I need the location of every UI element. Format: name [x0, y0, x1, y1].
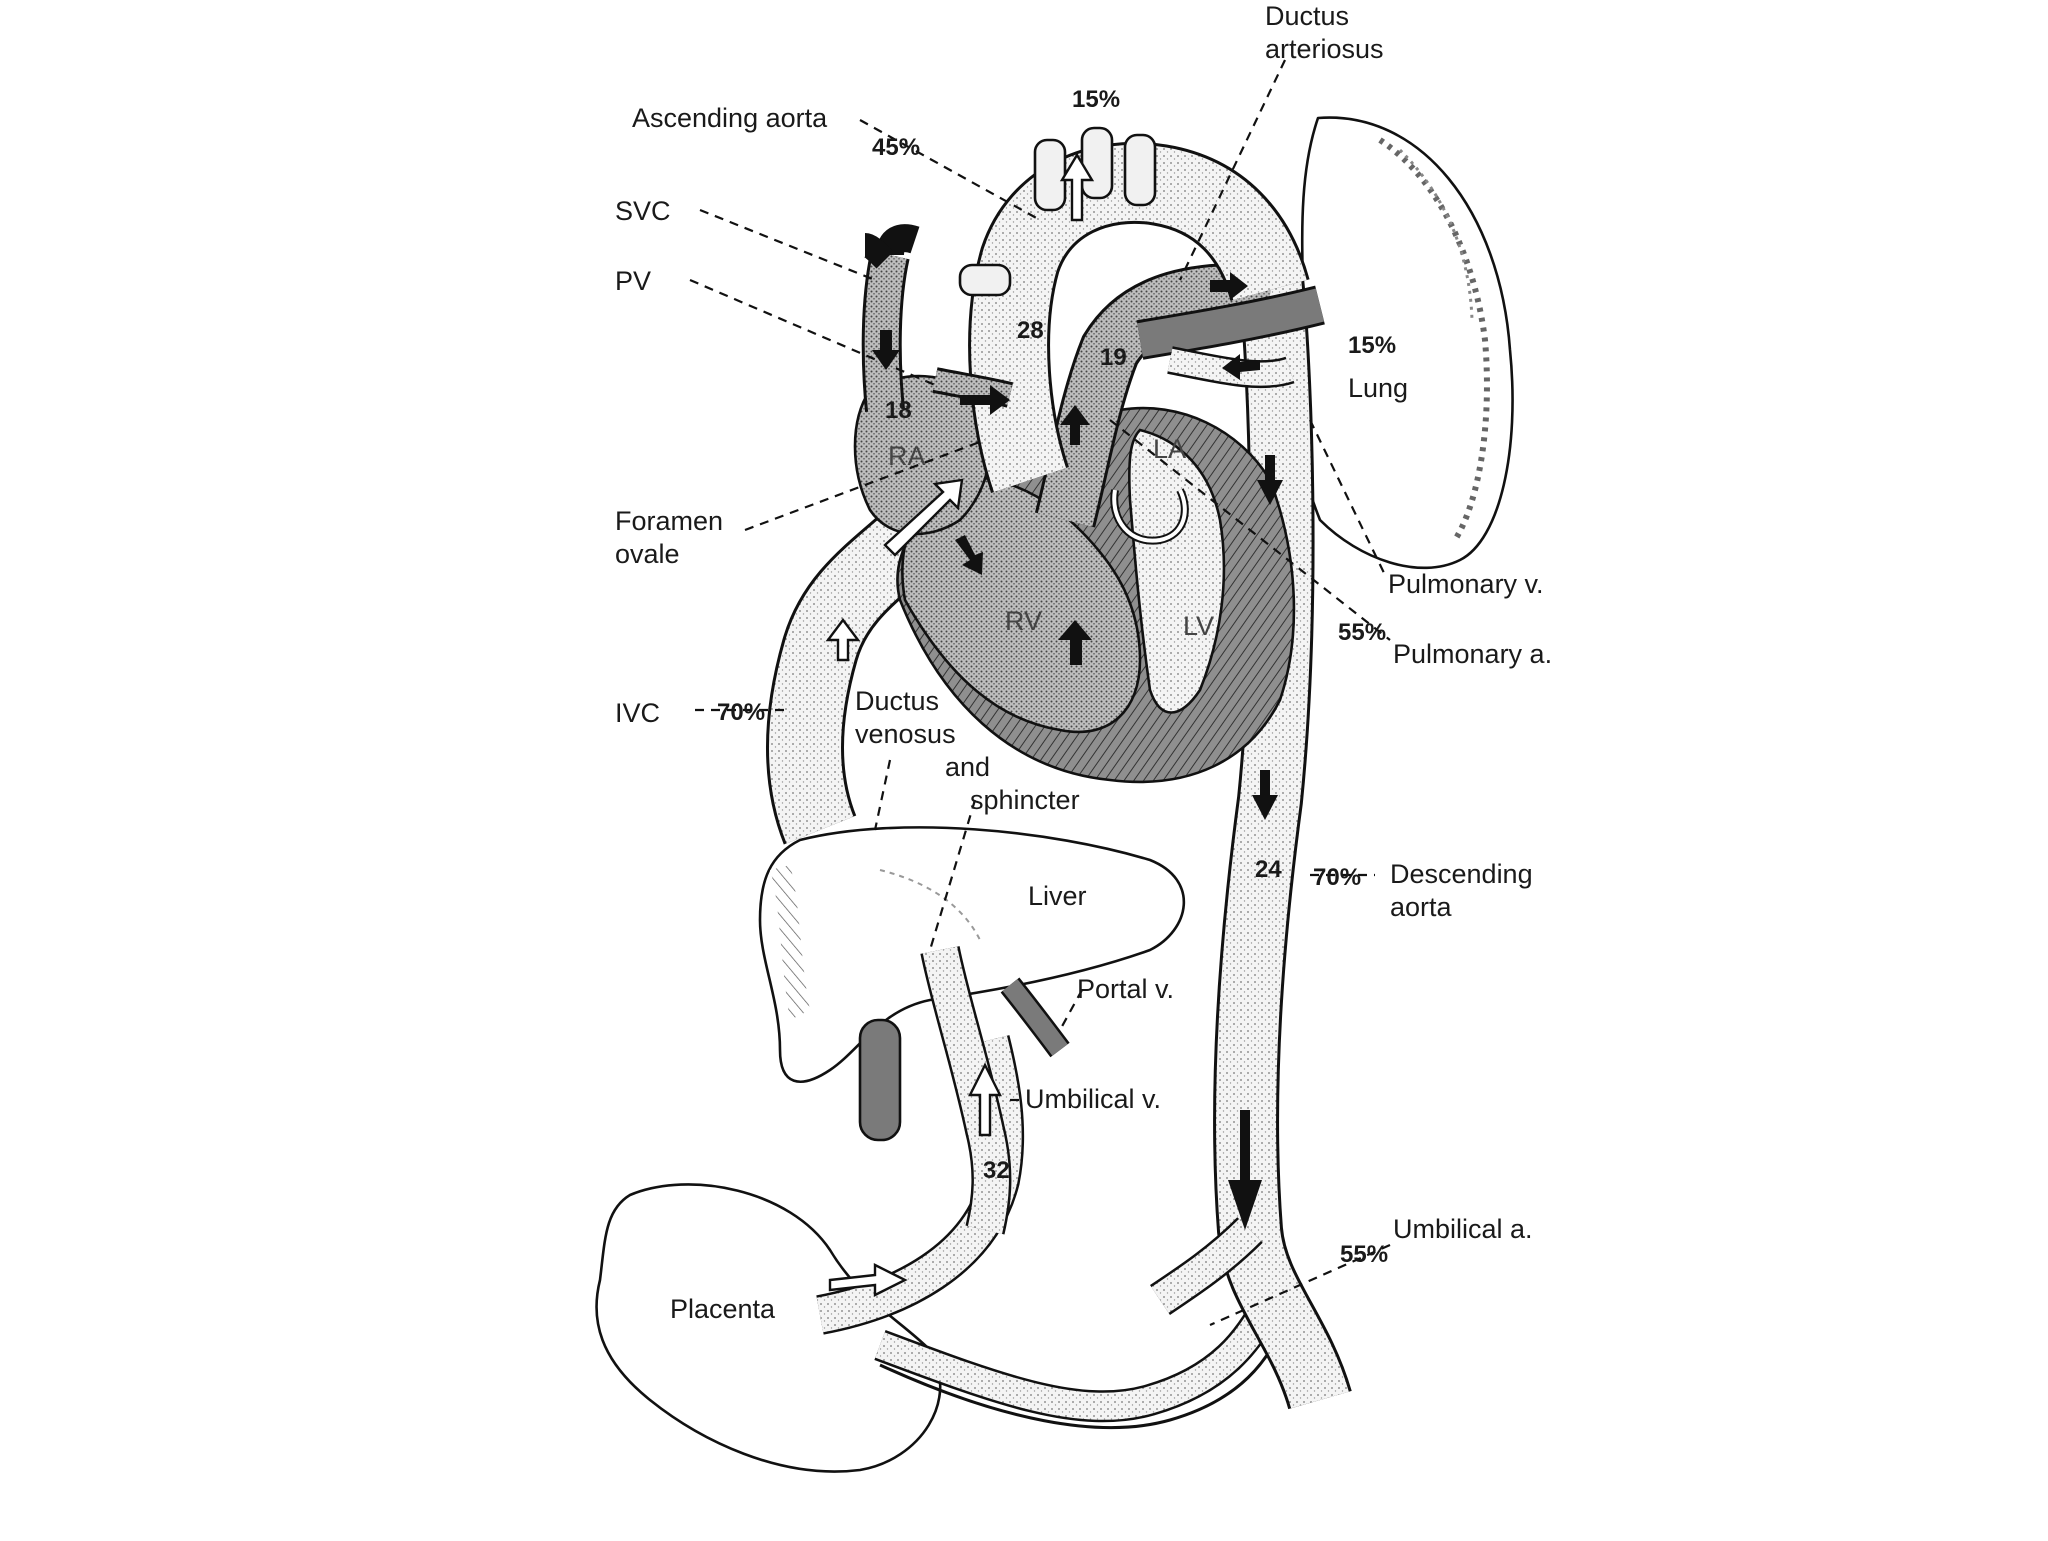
- labels: Ductus arteriosus Ascending aorta SVC PV…: [615, 1, 1552, 1324]
- heart: [853, 374, 1296, 784]
- label-umbilical-v: Umbilical v.: [1025, 1084, 1161, 1114]
- label-portal-v: Portal v.: [1077, 974, 1174, 1004]
- value-ivc-pct: 70%: [717, 699, 765, 726]
- label-placenta: Placenta: [670, 1294, 776, 1324]
- value-pressure-pulmonary: 19: [1100, 344, 1127, 371]
- label-umbilical-a: Umbilical a.: [1393, 1214, 1533, 1244]
- label-pv: PV: [615, 266, 651, 296]
- label-ductus-arteriosus-2: arteriosus: [1265, 34, 1384, 64]
- label-ductus-venosus-1: Ductus: [855, 686, 939, 716]
- label-ductus-venosus-2: venosus: [855, 719, 956, 749]
- leader-lines: [689, 59, 1391, 1327]
- value-pressure-ascending-aorta: 28: [1017, 317, 1044, 344]
- descending-aorta: [1150, 266, 1352, 1410]
- label-svc: SVC: [615, 196, 671, 226]
- label-ductus-venosus-3: and: [945, 752, 990, 782]
- label-rv: RV: [1005, 606, 1042, 636]
- value-ascending-aorta-pct: 45%: [872, 134, 920, 161]
- label-descending-aorta-1: Descending: [1390, 859, 1533, 889]
- label-liver: Liver: [1028, 881, 1087, 911]
- label-pulmonary-v: Pulmonary v.: [1388, 569, 1544, 599]
- flow-arrows: [825, 152, 1283, 1297]
- liver: [758, 826, 1186, 1235]
- label-la: LA: [1153, 434, 1186, 464]
- value-pressure-umbilical-v: 32: [983, 1157, 1010, 1184]
- placenta: [595, 1183, 942, 1473]
- value-pressure-descending-aorta: 24: [1255, 856, 1282, 883]
- value-arch-branches-pct: 15%: [1072, 86, 1120, 113]
- label-ascending-aorta: Ascending aorta: [632, 103, 828, 133]
- lung: [1294, 116, 1514, 570]
- label-foramen-ovale-2: ovale: [615, 539, 680, 569]
- value-lung-pct: 15%: [1348, 332, 1396, 359]
- value-pressure-svc: 18: [885, 397, 912, 424]
- label-lv: LV: [1183, 611, 1214, 641]
- values: 15% 45% 15% 55% 70% 70% 55% 28 19 18 24 …: [717, 86, 1396, 1268]
- label-ivc: IVC: [615, 698, 660, 728]
- label-ductus-venosus-4: sphincter: [970, 785, 1080, 815]
- value-pulmonary-a-pct: 55%: [1338, 619, 1386, 646]
- label-ra: RA: [888, 441, 926, 471]
- label-descending-aorta-2: aorta: [1390, 892, 1453, 922]
- label-lung: Lung: [1348, 373, 1408, 403]
- label-foramen-ovale-1: Foramen: [615, 506, 723, 536]
- label-pulmonary-a: Pulmonary a.: [1393, 639, 1552, 669]
- label-ductus-arteriosus-1: Ductus: [1265, 1, 1349, 31]
- value-descending-aorta-pct: 70%: [1313, 864, 1361, 891]
- value-umbilical-a-pct: 55%: [1340, 1241, 1388, 1268]
